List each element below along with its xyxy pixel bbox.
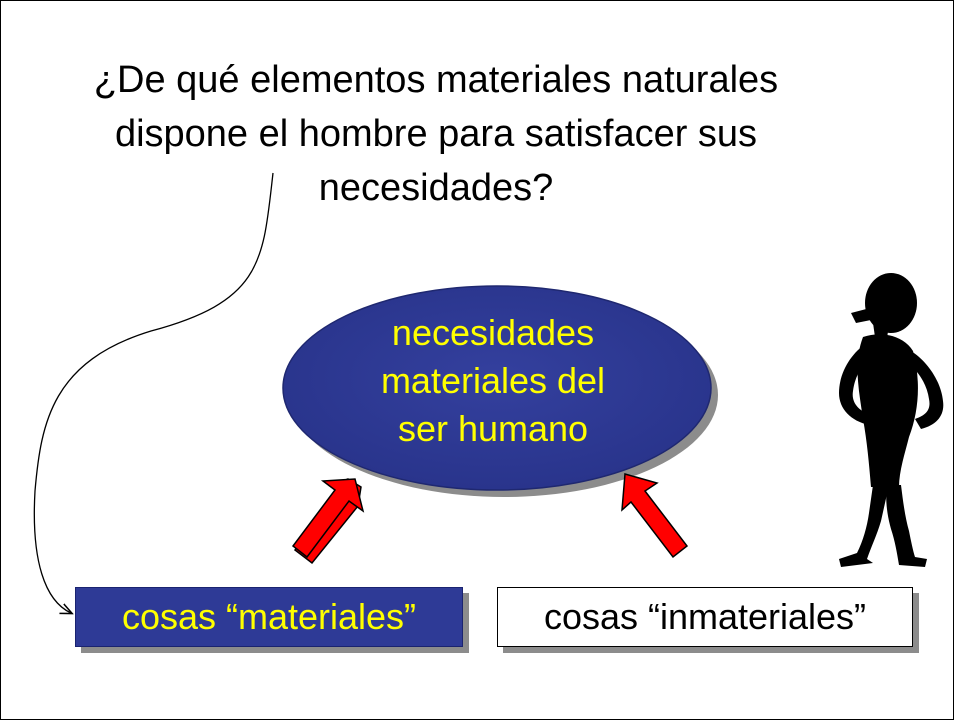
question-line-2: dispone el hombre para satisfacer sus xyxy=(114,113,758,155)
red-arrow-left xyxy=(291,478,365,565)
box-cosas-inmateriales: cosas “inmateriales” xyxy=(497,587,913,647)
thinking-man-icon xyxy=(839,273,944,567)
box-cosas-materiales-label: cosas “materiales” xyxy=(121,596,417,637)
ellipse-label-line-1: necesidades xyxy=(391,312,595,353)
box-cosas-materiales: cosas “materiales” xyxy=(75,587,463,647)
question-text: ¿De qué elementos materiales naturales d… xyxy=(91,53,781,215)
ellipse-label-line-2: materiales del xyxy=(380,360,606,401)
ellipse-label: necesidades materiales del ser humano xyxy=(313,309,673,453)
question-line-3: necesidades? xyxy=(318,167,554,209)
ellipse-label-line-3: ser humano xyxy=(397,408,589,449)
red-arrow-right xyxy=(621,473,689,559)
box-cosas-inmateriales-label: cosas “inmateriales” xyxy=(543,596,867,637)
curved-connector-arrow xyxy=(33,172,274,613)
question-line-1: ¿De qué elementos materiales naturales xyxy=(93,59,779,101)
